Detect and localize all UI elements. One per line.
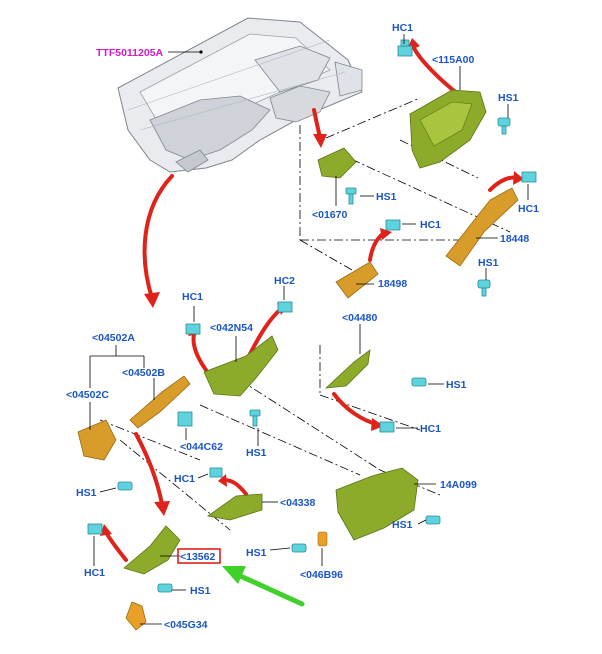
label-115a00: <115A00 xyxy=(432,54,474,66)
clip-hc1-top xyxy=(397,39,413,57)
screw-hs1-14a099 xyxy=(425,515,441,525)
screw-hs1-mid xyxy=(249,409,261,427)
label-01670: <01670 xyxy=(312,209,347,221)
label-hs1-04480: HS1 xyxy=(446,379,467,391)
label-042n54: <042N54 xyxy=(210,322,253,334)
label-044c62: <044C62 xyxy=(180,441,223,453)
label-hs1-13562: HS1 xyxy=(190,585,211,597)
label-hc1-04338: HC1 xyxy=(174,473,195,485)
clip-hc2 xyxy=(277,301,293,313)
clip-hc1-04338 xyxy=(209,467,223,478)
part-labels: HC1 <115A00 HS1 <01670 HS1 HC1 HC1 18448… xyxy=(66,22,539,631)
label-hs1-top: HS1 xyxy=(498,92,519,104)
clip-hc1-18448 xyxy=(521,171,537,183)
label-hs1-18448: HS1 xyxy=(478,257,499,269)
screw-hs1-13562 xyxy=(157,583,173,593)
screw-hs1-01670 xyxy=(345,187,357,205)
label-hs1-left: HS1 xyxy=(76,487,97,499)
green-highlight-arrow xyxy=(222,566,305,607)
screw-hs1-046b96 xyxy=(291,543,307,553)
label-04502a: <04502A xyxy=(92,332,135,344)
label-14a099: 14A099 xyxy=(440,479,477,491)
label-hc1-left: HC1 xyxy=(84,567,105,579)
label-hc1-18448: HC1 xyxy=(518,203,539,215)
leader-lines xyxy=(89,34,529,625)
clip-hc1-18498 xyxy=(385,219,401,231)
screw-hs1-top xyxy=(497,117,511,135)
screw-hs1-left xyxy=(117,481,133,491)
clip-hc1-04480 xyxy=(379,421,395,433)
label-18498: 18498 xyxy=(378,278,407,290)
clip-044c62 xyxy=(177,411,193,427)
clip-hc1-042n54 xyxy=(185,323,201,335)
instrument-panel-assembly xyxy=(117,17,363,173)
label-hc1-04480: HC1 xyxy=(420,423,441,435)
screw-hs1-04480 xyxy=(411,377,427,387)
label-04480: <04480 xyxy=(342,312,377,324)
fasteners xyxy=(87,39,537,593)
label-hc1-18498: HC1 xyxy=(420,219,441,231)
label-04502c: <04502C xyxy=(66,389,109,401)
label-046b96: <046B96 xyxy=(300,569,343,581)
label-hs1-14a099: HS1 xyxy=(392,519,413,531)
label-hc1-042n54: HC1 xyxy=(182,291,203,303)
screw-hs1-18448 xyxy=(477,279,491,297)
label-hs1-01670: HS1 xyxy=(376,191,397,203)
parts xyxy=(77,89,519,631)
clip-hc1-left xyxy=(87,523,103,535)
label-04502b: <04502B xyxy=(122,367,165,379)
part-code-title: TTF5011205A xyxy=(96,47,164,59)
label-045g34: <045G34 xyxy=(164,619,208,631)
label-hc2: HC2 xyxy=(274,275,295,287)
label-hs1-mid: HS1 xyxy=(246,447,267,459)
label-04338: <04338 xyxy=(280,497,315,509)
label-hc1-top: HC1 xyxy=(392,22,413,34)
highlight-box-13562 xyxy=(177,548,221,564)
label-13562: <13562 xyxy=(180,551,215,563)
label-hs1-046b96: HS1 xyxy=(246,547,267,559)
label-18448: 18448 xyxy=(500,233,529,245)
